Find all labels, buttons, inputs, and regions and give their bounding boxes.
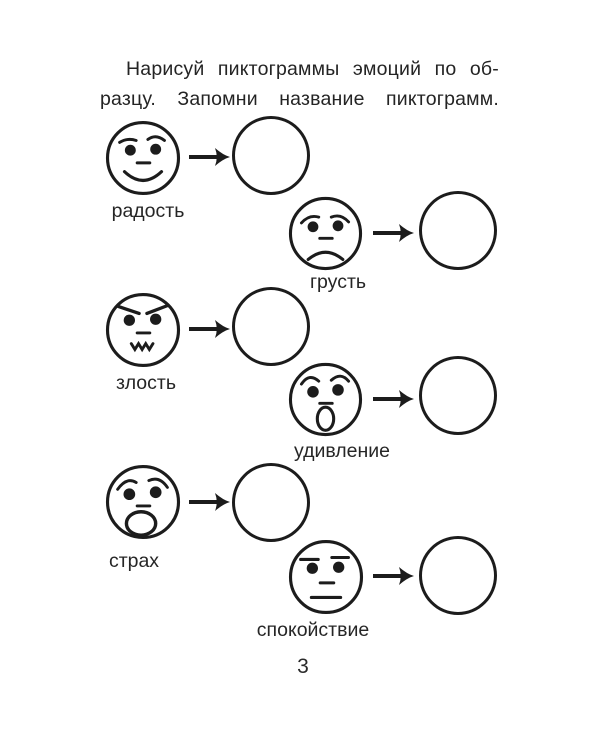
calm-face-icon <box>287 538 365 616</box>
arrow-right-icon <box>371 565 415 587</box>
emotion-label-sadness: грусть <box>309 271 367 293</box>
page-number: 3 <box>297 655 309 678</box>
arrow-right-icon <box>371 388 415 410</box>
drawing-circle-fear <box>232 463 310 542</box>
arrow-right-icon <box>371 222 415 244</box>
instruction-line-2: разцу. Запомни название пиктограмм. <box>100 88 499 110</box>
fear-face-icon <box>104 463 182 541</box>
drawing-circle-joy <box>232 116 310 195</box>
drawing-circle-sadness <box>419 191 497 270</box>
joy-face-icon <box>104 119 182 197</box>
emotion-label-joy: радость <box>111 200 185 222</box>
surprise-face-icon <box>287 361 364 438</box>
arrow-right-icon <box>187 146 231 168</box>
arrow-right-icon <box>187 491 231 513</box>
instruction-text: Нарисуй пиктограммы эмоций по об- разцу.… <box>100 54 499 114</box>
arrow-right-icon <box>187 318 231 340</box>
emotion-label-fear: страх <box>108 550 160 572</box>
instruction-line-1: Нарисуй пиктограммы эмоций по об- <box>126 58 499 80</box>
emotion-label-anger: злость <box>115 372 177 394</box>
drawing-circle-calm <box>419 536 497 615</box>
anger-face-icon <box>104 291 182 369</box>
emotion-label-surprise: удивление <box>293 440 391 462</box>
sadness-face-icon <box>287 195 364 272</box>
drawing-circle-surprise <box>419 356 497 435</box>
emotion-label-calm: спокойствие <box>256 619 370 641</box>
drawing-circle-anger <box>232 287 310 366</box>
